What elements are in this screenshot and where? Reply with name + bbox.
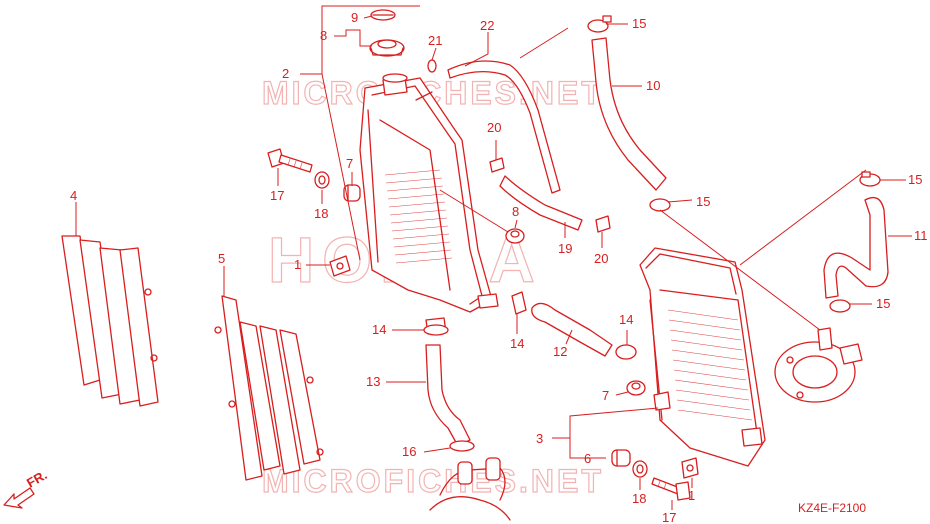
callout-10: 10	[646, 78, 660, 93]
shroud-5	[214, 295, 324, 481]
grommet-7-right	[611, 449, 631, 467]
bolt-17-top	[267, 148, 313, 173]
radiator-left-core	[384, 169, 453, 264]
callout-8-b: 7	[602, 388, 609, 403]
callout-14-c: 14	[619, 312, 633, 327]
callout-11: 11	[914, 228, 928, 243]
clamp-15-c	[859, 171, 881, 187]
callout-15-c: 15	[908, 172, 922, 187]
callout-14-a: 14	[372, 322, 386, 337]
grommet-7-left	[343, 184, 361, 202]
clamp-14-left	[423, 324, 449, 336]
clip-21	[427, 59, 437, 73]
callout-8-a: 8	[512, 204, 519, 219]
callout-labels: 9 8 2 21 22 15 10 20 7 17 18 8 15 15 11 …	[70, 10, 928, 524]
hose-19	[499, 175, 583, 231]
clamp-20-upper	[489, 157, 505, 173]
callout-19: 19	[558, 241, 572, 256]
callout-15-d: 15	[876, 296, 890, 311]
callout-9: 9	[351, 10, 358, 25]
callout-17-b: 17	[662, 510, 676, 524]
radiator-cap	[369, 9, 405, 57]
callout-6: 8	[320, 28, 327, 43]
callout-16: 16	[402, 444, 416, 459]
callout-7-a: 7	[346, 156, 353, 171]
collar-18-right	[632, 460, 648, 478]
front-direction-label: FR.	[24, 467, 50, 490]
hose-12	[531, 302, 613, 357]
clamp-15-d	[829, 299, 851, 313]
clamp-15-a	[587, 15, 612, 33]
callout-17-a: 17	[270, 188, 284, 203]
shroud-4	[61, 235, 159, 407]
overflow-tube-22	[447, 60, 561, 194]
callout-12: 12	[553, 344, 567, 359]
watermark-bottom: MICROFICHES.NET	[262, 463, 604, 499]
radiator-right-core	[667, 309, 753, 421]
hose-13	[425, 344, 471, 447]
water-pump-cover	[774, 327, 863, 403]
callout-1-b: 1	[688, 488, 695, 503]
callout-22: 22	[480, 18, 494, 33]
grommet-8-upper	[505, 228, 525, 244]
callout-18-b: 18	[632, 491, 646, 506]
bracket-1-left	[329, 255, 351, 277]
radiator-left	[359, 73, 499, 335]
bracket-1-right	[681, 457, 699, 479]
callout-3: 3	[536, 431, 543, 446]
callout-14-b: 14	[510, 336, 524, 351]
leader-lines	[75, 5, 912, 510]
collar-18-left	[314, 171, 330, 189]
front-direction-arrow: FR.	[3, 467, 50, 509]
bolt-17-bottom	[651, 477, 691, 501]
clamp-14-right	[615, 344, 637, 360]
radiator-right	[639, 247, 766, 467]
clamp-14-mid	[511, 291, 527, 315]
hose-11	[823, 196, 889, 299]
clamp-15-b	[649, 198, 671, 212]
callout-1-a: 1	[294, 257, 301, 272]
callout-13: 13	[366, 374, 380, 389]
callout-15-b: 15	[696, 194, 710, 209]
hose-10	[591, 37, 667, 191]
callout-20-b: 20	[594, 251, 608, 266]
callout-4: 4	[70, 188, 77, 203]
callout-15-a: 15	[632, 16, 646, 31]
callout-2: 2	[282, 66, 289, 81]
diagram-code: KZ4E-F2100	[798, 501, 866, 515]
callout-20-a: 20	[487, 120, 501, 135]
clamp-20-lower	[595, 215, 611, 233]
engine-fragment	[429, 457, 511, 521]
callout-7-b: 6	[584, 451, 591, 466]
grommet-8-lower	[626, 380, 646, 396]
clamp-16	[449, 440, 475, 452]
callout-5: 5	[218, 251, 225, 266]
callout-18-a: 18	[314, 206, 328, 221]
callout-21: 21	[428, 33, 442, 48]
